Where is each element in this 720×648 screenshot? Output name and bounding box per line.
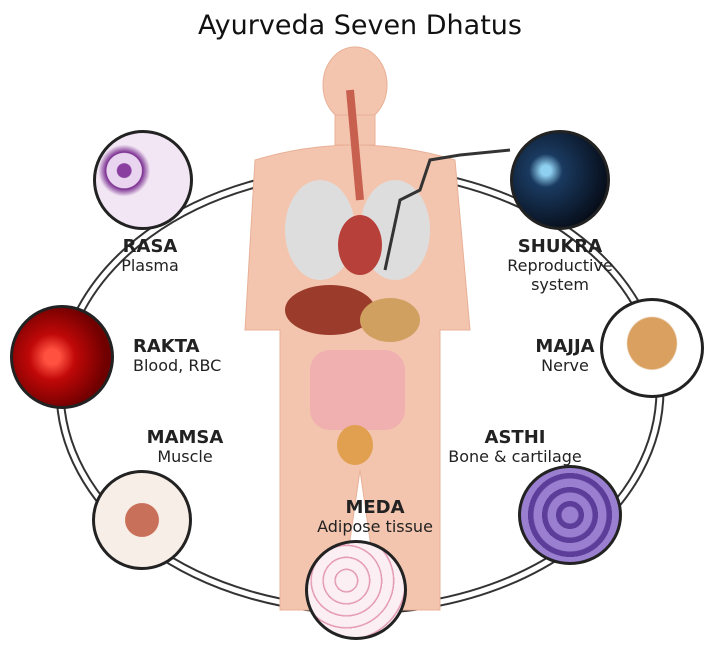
diagram-title: Ayurveda Seven Dhatus: [198, 10, 522, 41]
rakta-image: [10, 305, 114, 409]
asthi-image: [518, 465, 622, 565]
lightning-icon: [383, 148, 511, 271]
mamsa-image: [92, 470, 192, 570]
majja-image: [600, 298, 704, 398]
meda-image: [305, 540, 407, 640]
rasa-image: [93, 130, 193, 230]
shukra-image: [510, 130, 610, 230]
